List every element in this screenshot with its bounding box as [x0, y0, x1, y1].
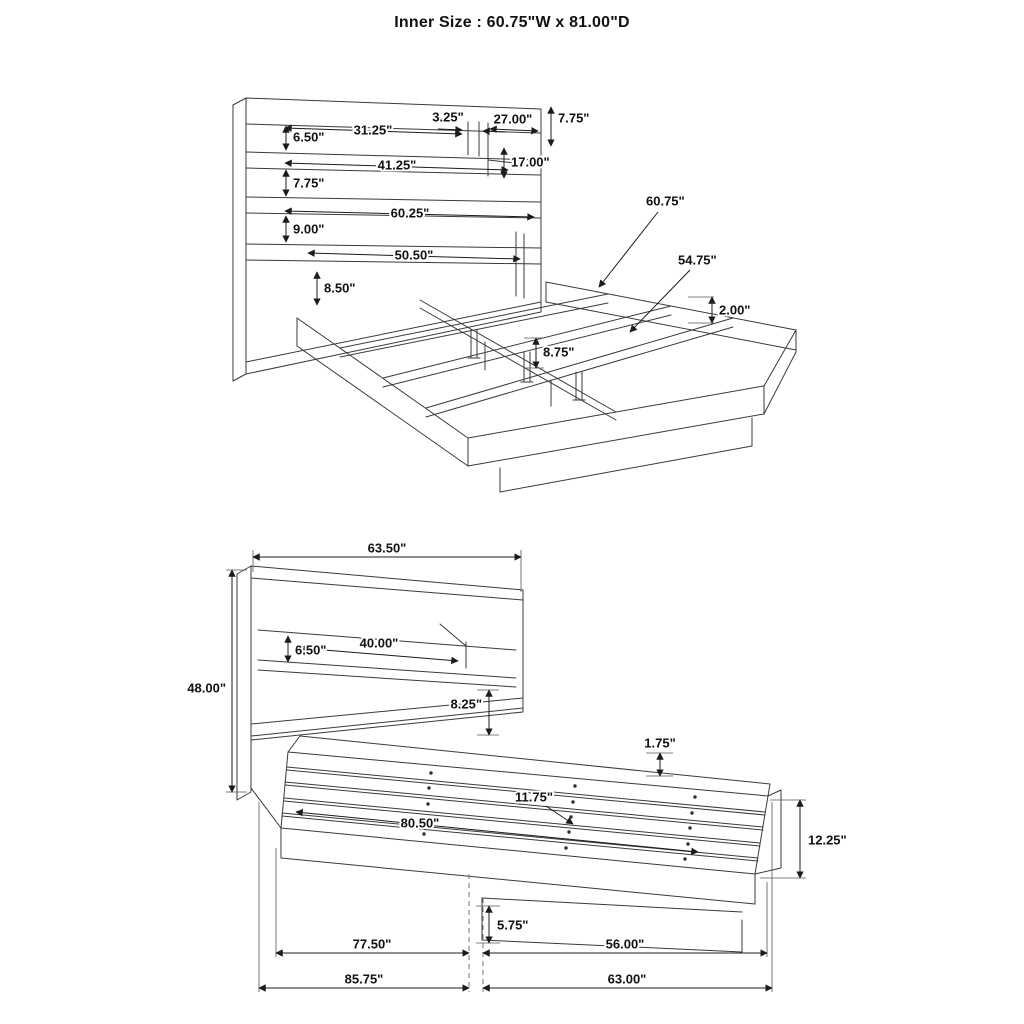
dim-6-50: 6.50" — [293, 130, 324, 145]
lower-perspective-view: 63.50" 48.00" 40.00" 6.50" 8.25" 1.75" — [185, 539, 849, 992]
upper-slats — [339, 293, 734, 418]
dim-3-25: 3.25" — [432, 110, 463, 125]
dim-27-00: 27.00" — [494, 112, 533, 127]
dim-41-25: 41.25" — [378, 158, 417, 173]
dim-56-00: 56.00" — [606, 937, 645, 952]
dim-9-00: 9.00" — [293, 222, 324, 237]
dim-40-00: 40.00" — [360, 636, 399, 651]
dim-60-25: 60.25" — [391, 206, 430, 221]
dim-7-75-top: 7.75" — [558, 111, 589, 126]
dim-54-75: 54.75" — [678, 253, 717, 268]
lower-dimensions: 63.50" 48.00" 40.00" 6.50" 8.25" 1.75" — [185, 539, 849, 992]
dim-31-25: 31.25" — [354, 123, 393, 138]
dim-50-50: 50.50" — [395, 248, 434, 263]
dim-63-00: 63.00" — [608, 972, 647, 987]
dim-17-00: 17.00" — [511, 155, 550, 170]
dim-5-75: 5.75" — [497, 918, 528, 933]
upper-perspective-view: 31.25" 3.25" 27.00" 7.75" 6.50" 41.25" 1… — [232, 97, 797, 493]
lower-slat-platform — [280, 735, 782, 905]
upper-dimensions: 31.25" 3.25" 27.00" 7.75" 6.50" 41.25" 1… — [282, 106, 752, 369]
dim-11-75: 11.75" — [515, 790, 553, 805]
dim-8-75: 8.75" — [543, 345, 574, 360]
dim-48-00: 48.00" — [187, 681, 226, 696]
dim-8-25: 8.25" — [451, 697, 482, 712]
dim-7-75-mid: 7.75" — [293, 176, 324, 191]
dim-2-00: 2.00" — [719, 303, 750, 318]
dim-12-25: 12.25" — [808, 833, 847, 848]
dim-6-50-lower: 6.50" — [295, 643, 326, 658]
upper-base-plinth — [499, 417, 753, 493]
upper-center-rail — [419, 299, 617, 421]
page-title: Inner Size : 60.75"W x 81.00"D — [394, 14, 630, 31]
dim-85-75: 85.75" — [345, 972, 384, 987]
dim-80-50: 80.50" — [401, 816, 440, 831]
dim-8-50: 8.50" — [324, 281, 355, 296]
dim-77-50: 77.50" — [353, 937, 392, 952]
dim-1-75: 1.75" — [644, 736, 675, 751]
dim-60-75: 60.75" — [646, 194, 685, 209]
lower-extension-lines — [258, 802, 773, 992]
dim-63-50: 63.50" — [368, 541, 407, 556]
